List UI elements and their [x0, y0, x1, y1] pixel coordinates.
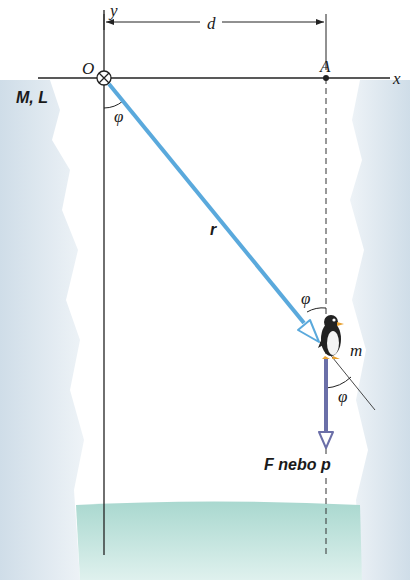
angle-arc: [104, 101, 123, 108]
angle-label: φ: [301, 290, 310, 307]
force-vector: [324, 358, 328, 432]
origin-symbol: [99, 73, 109, 83]
quantity-label: M, L: [16, 90, 48, 106]
position-vector: [109, 84, 304, 323]
dimension-label: d: [205, 14, 218, 33]
origin-label: O: [82, 60, 94, 77]
angle-arc: [326, 377, 351, 388]
axis-label: y: [110, 2, 118, 19]
vector-arrowhead: [319, 432, 333, 448]
origin-symbol: [97, 71, 111, 85]
dimension-line: [106, 22, 200, 23]
point-a: [323, 75, 329, 81]
angle-arc: [307, 308, 326, 312]
mass-label: m: [350, 342, 362, 359]
angle-label: φ: [114, 108, 123, 125]
penguin: [318, 315, 344, 359]
dimension-tick: [104, 14, 105, 30]
angle-label: φ: [338, 388, 347, 405]
point-label: A: [320, 58, 330, 75]
vector-label: r: [210, 222, 216, 238]
vector-arrowhead: [298, 320, 319, 342]
axis-label: x: [393, 70, 401, 87]
x-axis: [38, 77, 390, 78]
fall-line: [326, 78, 327, 555]
ice-wall: [0, 80, 84, 580]
force-label: F nebo p: [262, 456, 333, 474]
dimension-line: [222, 22, 324, 23]
y-axis: [103, 10, 104, 555]
water: [76, 502, 362, 580]
